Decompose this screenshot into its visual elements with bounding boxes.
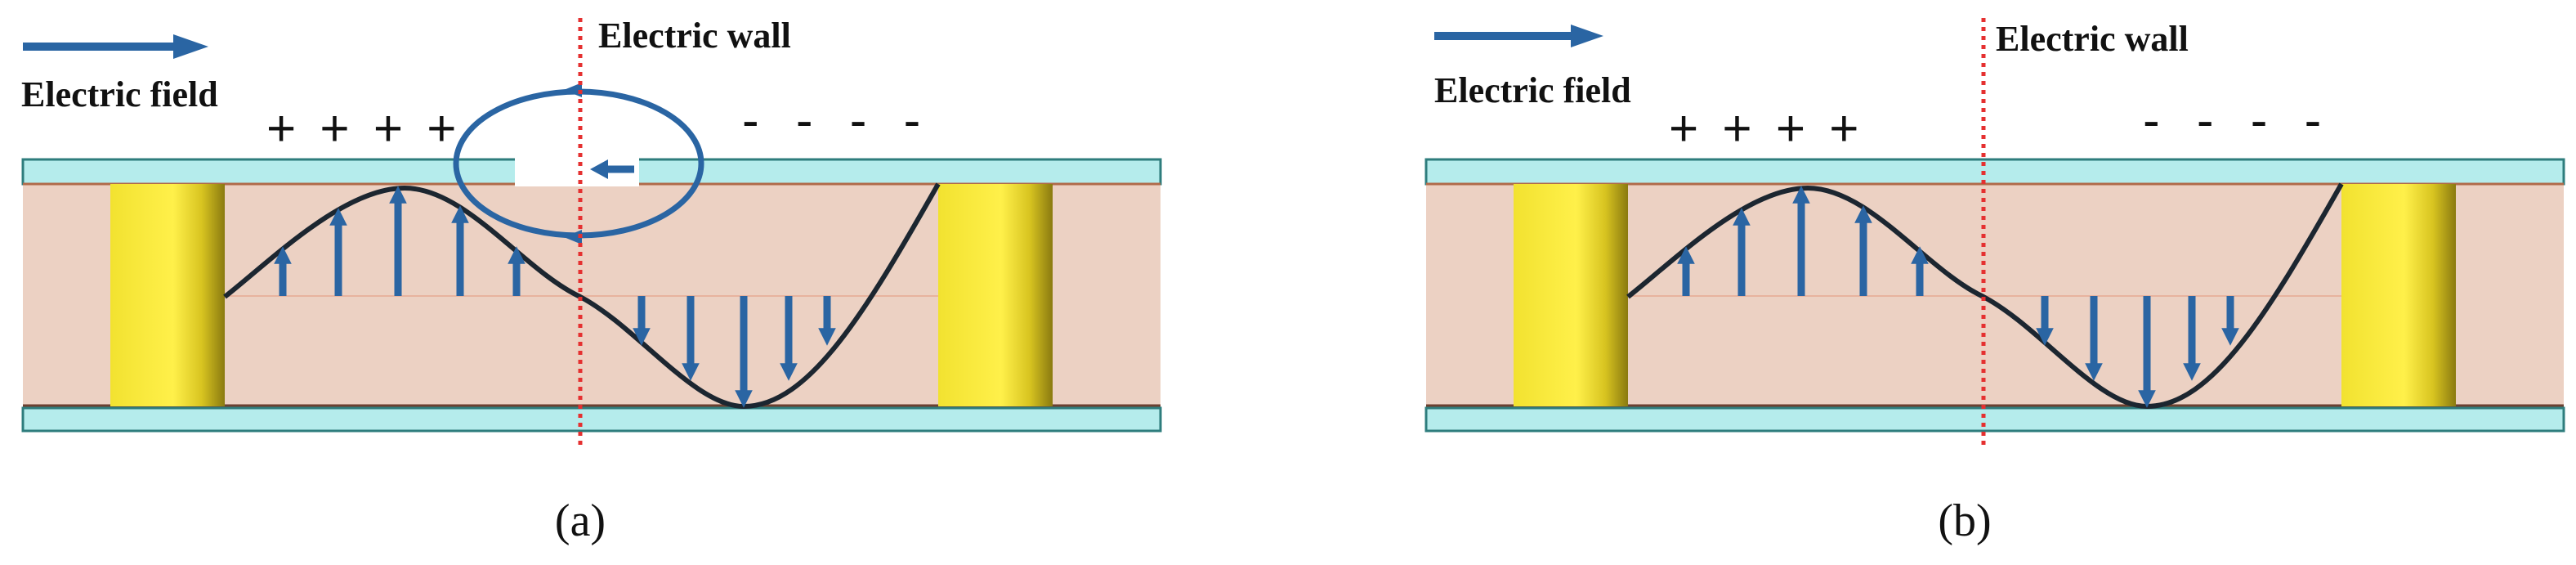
field-arrows-down — [633, 296, 836, 408]
field-wave — [223, 182, 941, 410]
field-arrows-up — [1677, 186, 1929, 296]
bottom-metal-layer — [21, 406, 1162, 433]
panel-b: Electric field Electric wall + + + + - -… — [1424, 18, 2565, 546]
plus-charge-signs: + + + + — [1669, 101, 1864, 157]
via-left — [1514, 184, 1628, 406]
field-arrows-down — [2036, 296, 2239, 408]
electric-field-label: Electric field — [21, 74, 218, 114]
plus-charge-signs: + + + + — [266, 101, 462, 157]
minus-charge-signs: - - - - — [742, 92, 932, 149]
electric-field-arrow-icon — [23, 34, 208, 59]
electric-wall-label: Electric wall — [598, 16, 791, 56]
electric-field-label: Electric field — [1434, 70, 1631, 110]
electric-wall-label: Electric wall — [1996, 19, 2189, 59]
caption-b: (b) — [1938, 495, 1991, 546]
via-right — [2341, 184, 2456, 406]
caption-a: (a) — [555, 495, 606, 546]
field-arrows-up — [274, 186, 525, 296]
panel-a: Electric field Electric wall + + + + - -… — [21, 16, 1162, 546]
top-metal-layer — [1424, 158, 2565, 186]
bottom-metal-layer — [1424, 406, 2565, 433]
via-right — [938, 184, 1053, 406]
electric-field-arrow-icon — [1434, 25, 1603, 47]
field-wave — [1626, 182, 2344, 410]
via-left — [110, 184, 225, 406]
minus-charge-signs: - - - - — [2143, 92, 2332, 149]
